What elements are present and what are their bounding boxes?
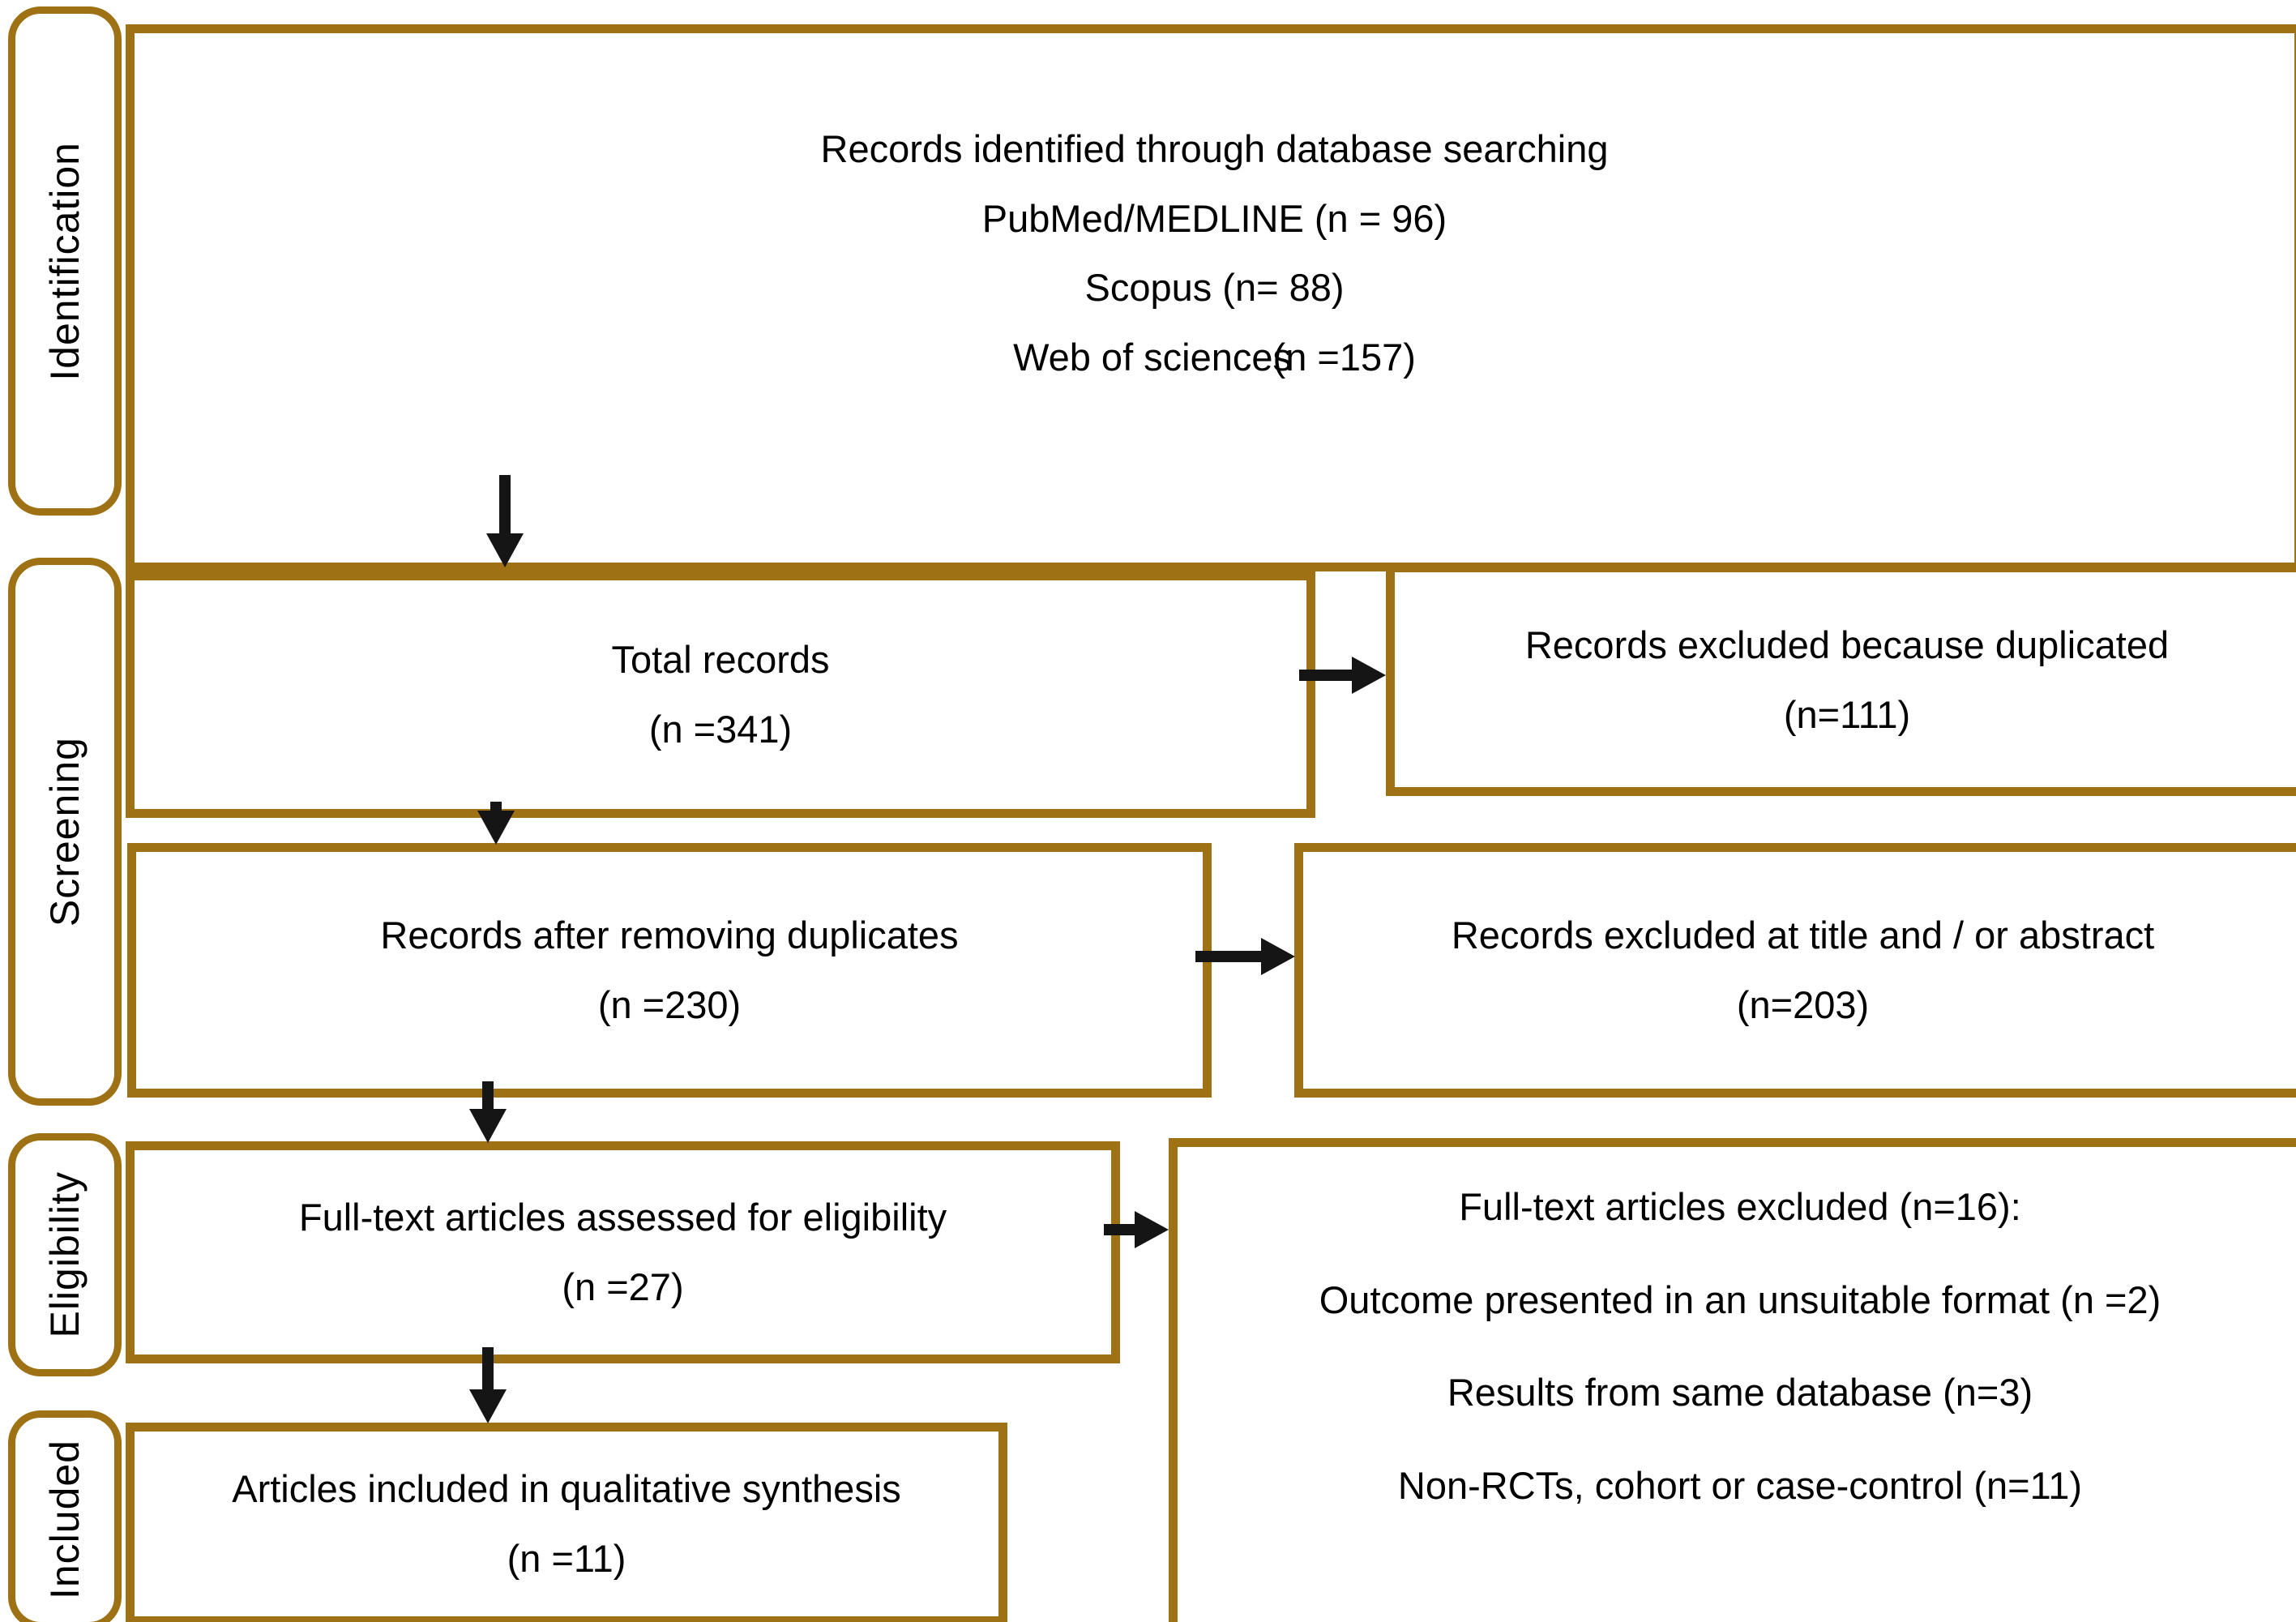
stage-label-included: Included [8, 1410, 122, 1622]
after-duplicates-label: Records after removing duplicates [380, 914, 959, 957]
stage-label-identification: Identification [8, 6, 122, 516]
records-identified-title: Records identified through database sear… [820, 127, 1609, 170]
box-records-after-duplicates: Records after removing duplicates (n =23… [127, 843, 1212, 1098]
excluded-title-abstract-count: (n=203) [1736, 983, 1870, 1026]
arrowhead-right-icon [1261, 938, 1295, 975]
total-records-label: Total records [611, 638, 830, 682]
arrowhead-down-icon [477, 811, 515, 845]
stage-label-text: Eligibility [42, 1171, 88, 1338]
box-records-excluded-duplicated: Records excluded because duplicated (n=1… [1386, 563, 2296, 796]
arrow-after-duplicates-to-fulltext [482, 1081, 494, 1111]
arrow-total-to-excluded-duplicated [1299, 670, 1353, 681]
records-identified-web-of-science: Web of sciences(n =157) [1013, 323, 1416, 392]
web-of-science-count: (n =157) [1272, 335, 1416, 379]
stage-label-text: Included [42, 1440, 88, 1600]
arrow-after-duplicates-to-excluded-title [1195, 951, 1263, 962]
box-records-identified: Records identified through database sear… [126, 24, 2296, 571]
fulltext-excluded-title: Full-text articles excluded (n=16): [1459, 1185, 2021, 1228]
arrowhead-down-icon [469, 1389, 507, 1423]
stage-label-text: Identification [42, 141, 88, 381]
excluded-duplicated-label: Records excluded because duplicated [1524, 623, 2170, 666]
records-identified-scopus: Scopus (n= 88) [1084, 266, 1345, 310]
total-records-count: (n =341) [648, 708, 793, 751]
fulltext-excluded-reason-format: Outcome presented in an unsuitable forma… [1319, 1277, 2161, 1321]
stage-label-screening: Screening [8, 558, 122, 1106]
box-fulltext-excluded: Full-text articles excluded (n=16): Outc… [1169, 1138, 2296, 1622]
arrow-identified-to-total [499, 475, 511, 535]
box-included-qualitative: Articles included in qualitative synthes… [126, 1423, 1007, 1622]
web-of-science-label: Web of sciences [1013, 335, 1293, 379]
included-qualitative-label: Articles included in qualitative synthes… [232, 1467, 901, 1511]
box-total-records: Total records (n =341) [126, 571, 1315, 818]
arrowhead-right-icon [1135, 1211, 1169, 1248]
records-identified-pubmed: PubMed/MEDLINE (n = 96) [981, 196, 1447, 240]
arrow-fulltext-to-fulltext-excluded [1104, 1224, 1136, 1235]
fulltext-excluded-reason-same-database: Results from same database (n=3) [1447, 1371, 2033, 1414]
fulltext-assessed-count: (n =27) [562, 1265, 684, 1308]
box-fulltext-assessed: Full-text articles assessed for eligibil… [126, 1141, 1120, 1363]
included-qualitative-count: (n =11) [507, 1537, 626, 1580]
arrow-fulltext-to-included [482, 1347, 494, 1391]
fulltext-excluded-reason-non-rct: Non-RCTs, cohort or case-control (n=11) [1397, 1463, 2083, 1507]
arrowhead-right-icon [1352, 657, 1386, 694]
stage-label-text: Screening [42, 736, 88, 927]
box-records-excluded-title-abstract: Records excluded at title and / or abstr… [1294, 843, 2296, 1098]
excluded-duplicated-count: (n=111) [1783, 692, 1911, 736]
arrowhead-down-icon [469, 1109, 507, 1143]
after-duplicates-count: (n =230) [597, 983, 742, 1026]
excluded-title-abstract-label: Records excluded at title and / or abstr… [1451, 914, 2155, 957]
stage-label-eligibility: Eligibility [8, 1133, 122, 1376]
arrowhead-down-icon [486, 533, 524, 567]
fulltext-assessed-label: Full-text articles assessed for eligibil… [298, 1196, 947, 1239]
